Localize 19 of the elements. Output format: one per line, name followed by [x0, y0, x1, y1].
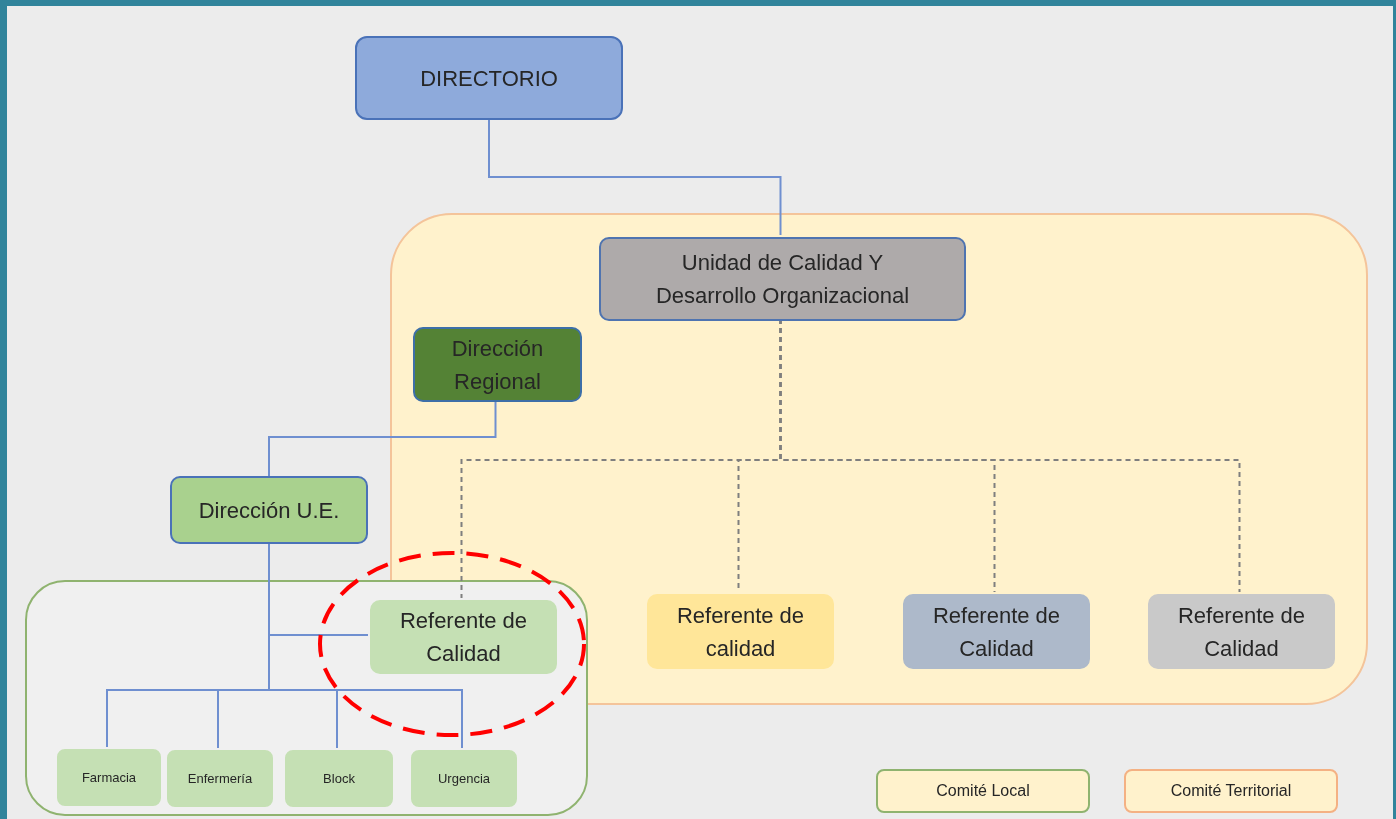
group-band: [25, 580, 588, 816]
org-box: Dirección U.E.: [170, 476, 368, 544]
org-box: Referente de Calidad: [903, 594, 1090, 669]
org-box: Enfermería: [167, 750, 273, 807]
org-box: Unidad de Calidad Y Desarrollo Organizacional: [599, 237, 966, 321]
connector-line: [488, 119, 782, 236]
legend-entry: Comité Territorial: [1124, 769, 1338, 813]
org-box: Referente de Calidad: [1148, 594, 1335, 669]
org-box: Referente de Calidad: [370, 600, 557, 674]
group-band: [390, 213, 1368, 705]
connector-line: [268, 399, 497, 477]
org-box: DIRECTORIO: [355, 36, 623, 120]
legend-entry: Comité Local: [876, 769, 1090, 813]
org-box: Block: [285, 750, 393, 807]
connector-line: [779, 318, 1241, 593]
org-box: Farmacia: [57, 749, 161, 806]
org-box: Referente de calidad: [647, 594, 834, 669]
org-box: Dirección Regional: [413, 327, 582, 402]
org-box: Urgencia: [411, 750, 517, 807]
